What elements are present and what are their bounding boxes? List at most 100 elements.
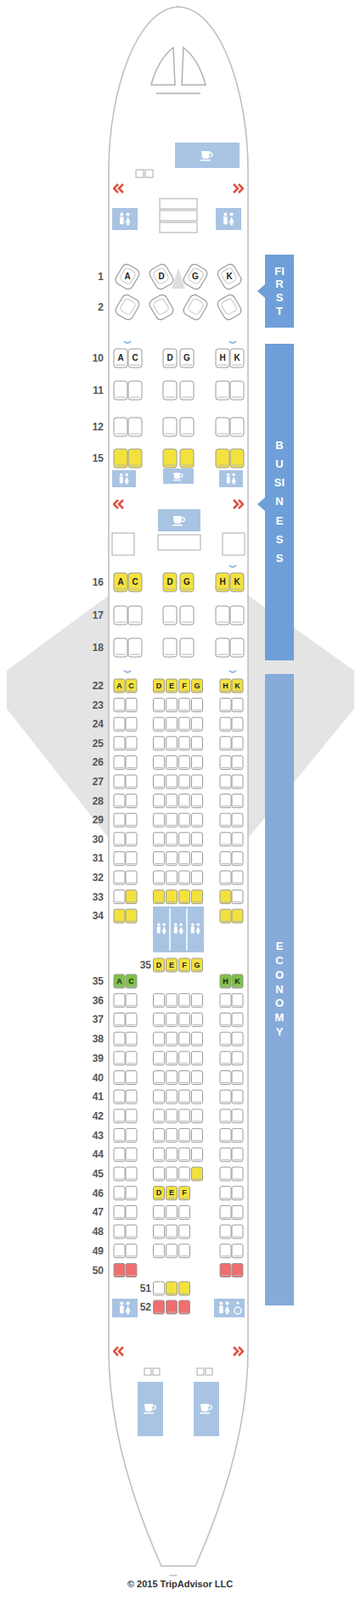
seat-letter: C [128, 978, 135, 987]
economy-seat [125, 833, 137, 847]
economy-seat [219, 1090, 232, 1105]
economy-seat [125, 1052, 137, 1067]
economy-seat [231, 1264, 243, 1279]
economy-seat [231, 1071, 243, 1086]
economy-seat [166, 994, 178, 1009]
seat-letter: G [191, 272, 199, 282]
row-number: 46 [92, 1189, 104, 1200]
economy-seat [231, 1148, 243, 1162]
economy-seat [191, 755, 204, 770]
seat-letter: C [131, 354, 138, 363]
seat-letter: C [131, 578, 138, 587]
economy-seat [113, 795, 125, 809]
row-number: 52 [140, 1302, 152, 1314]
cabin-name: ECONOMY [274, 940, 286, 1041]
seat-letter: D [166, 354, 173, 363]
economy-seat [219, 1071, 232, 1086]
economy-seat [113, 737, 125, 751]
business-seat [128, 573, 142, 593]
row-number: 47 [92, 1207, 104, 1219]
economy-seat [179, 851, 191, 866]
business-seat [128, 349, 142, 368]
closet [112, 169, 245, 1577]
business-seat [215, 606, 230, 626]
economy-seat [113, 717, 125, 732]
seat-letter: D [156, 682, 163, 691]
business-seat [128, 449, 142, 469]
row-number: 48 [92, 1227, 104, 1238]
economy-seat [219, 871, 232, 886]
row-number: 38 [92, 1034, 104, 1045]
economy-seat [219, 1187, 232, 1202]
economy-seat [153, 1090, 165, 1105]
row-number: 27 [92, 777, 104, 788]
economy-seat [191, 1090, 204, 1105]
economy-seat [191, 1032, 204, 1047]
row-number: 35 [140, 960, 152, 971]
business-seat [215, 417, 230, 437]
economy-seat [219, 1032, 232, 1047]
business-seat [113, 449, 128, 469]
seat-letter: D [166, 578, 173, 587]
business-seat [113, 573, 128, 593]
economy-seat [219, 1148, 232, 1162]
row-number: 40 [92, 1073, 104, 1084]
exit-arrow [113, 184, 243, 1357]
economy-seat [231, 699, 243, 713]
economy-seat [219, 1110, 232, 1124]
cabin-name: FIRST [274, 265, 286, 318]
seat-letter: G [183, 578, 191, 587]
first-suite [113, 262, 142, 292]
economy-seat [219, 1052, 232, 1067]
economy-seat [125, 1187, 137, 1202]
seat-letter: D [156, 1190, 163, 1198]
economy-seat [179, 1071, 191, 1086]
economy-seat [113, 699, 125, 713]
economy-seat [231, 1206, 243, 1220]
seat-letter: C [128, 682, 135, 691]
economy-seat [179, 1013, 191, 1027]
economy-seat [113, 833, 125, 847]
economy-seat [191, 795, 204, 809]
seat-letter: A [116, 978, 123, 987]
row-number: 12 [92, 422, 104, 433]
business-seat [230, 573, 244, 593]
economy-seat [166, 1129, 178, 1144]
row-number: 30 [92, 834, 104, 846]
economy-seat [219, 1245, 232, 1259]
economy-seat [179, 1129, 191, 1144]
economy-seat [231, 1090, 243, 1105]
economy-seat [191, 775, 204, 790]
economy-seat [231, 755, 243, 770]
row-number: 11 [92, 385, 104, 396]
economy-seat [153, 1110, 165, 1124]
economy-seat [153, 755, 165, 770]
economy-seat [125, 975, 137, 989]
seat-letter: G [193, 962, 200, 971]
economy-seat [153, 1187, 165, 1202]
economy-seat [166, 958, 178, 973]
economy-seat [219, 1167, 232, 1182]
economy-seat [231, 1225, 243, 1240]
economy-seat [191, 891, 204, 905]
economy-seat [113, 909, 125, 924]
economy-seat [219, 994, 232, 1009]
economy-seat [179, 1225, 191, 1240]
economy-seat [231, 1013, 243, 1027]
cockpit-window [151, 47, 206, 94]
economy-seat [231, 717, 243, 732]
economy-seat [113, 1167, 125, 1182]
economy-seat [113, 1071, 125, 1086]
economy-seat [191, 994, 204, 1009]
economy-seat [125, 1206, 137, 1220]
business-seat [128, 606, 142, 626]
row-number: 1 [97, 271, 104, 283]
business-seat [128, 638, 142, 658]
economy-seat [166, 717, 178, 732]
economy-seat [125, 717, 137, 732]
economy-seat [125, 813, 137, 828]
economy-seat [166, 891, 178, 905]
economy-seat [166, 871, 178, 886]
cabin-band: FIRST [265, 254, 294, 328]
economy-seat [125, 1148, 137, 1162]
